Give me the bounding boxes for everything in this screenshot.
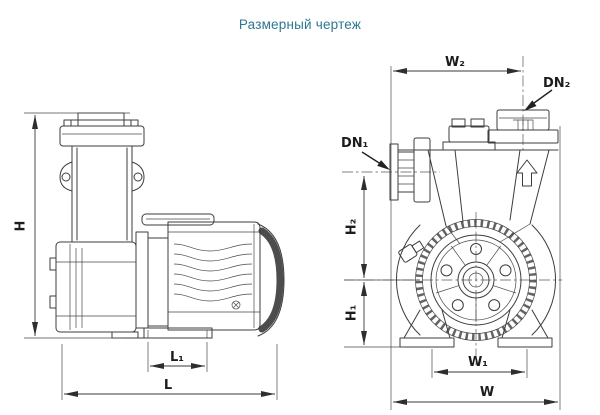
side-view [49,112,285,339]
page-title: Размерный чертеж [238,17,362,32]
front-view [342,56,562,366]
dim-label-l: L [164,378,172,393]
dim-label-h1: H₁ [345,305,360,322]
dim-label-w: W [480,385,494,400]
dim-label-dn1: DN₁ [341,136,368,151]
dim-label-dn2: DN₂ [543,76,570,91]
front-view-dimensions: W₂ DN₂ DN₁ H₂ H₁ W₁ W [341,55,570,410]
dim-label-w1: W₁ [468,355,488,370]
dim-label-l1: L₁ [170,350,184,365]
flow-direction-arrow-icon [516,159,538,187]
dim-label-h: H [14,221,29,232]
dim-label-h2: H₂ [345,219,360,236]
dn1-leader: DN₁ [341,136,390,170]
dim-label-w2: W₂ [445,55,465,70]
side-view-dimensions: H L₁ L [14,112,278,400]
dn2-leader: DN₂ [524,76,570,111]
